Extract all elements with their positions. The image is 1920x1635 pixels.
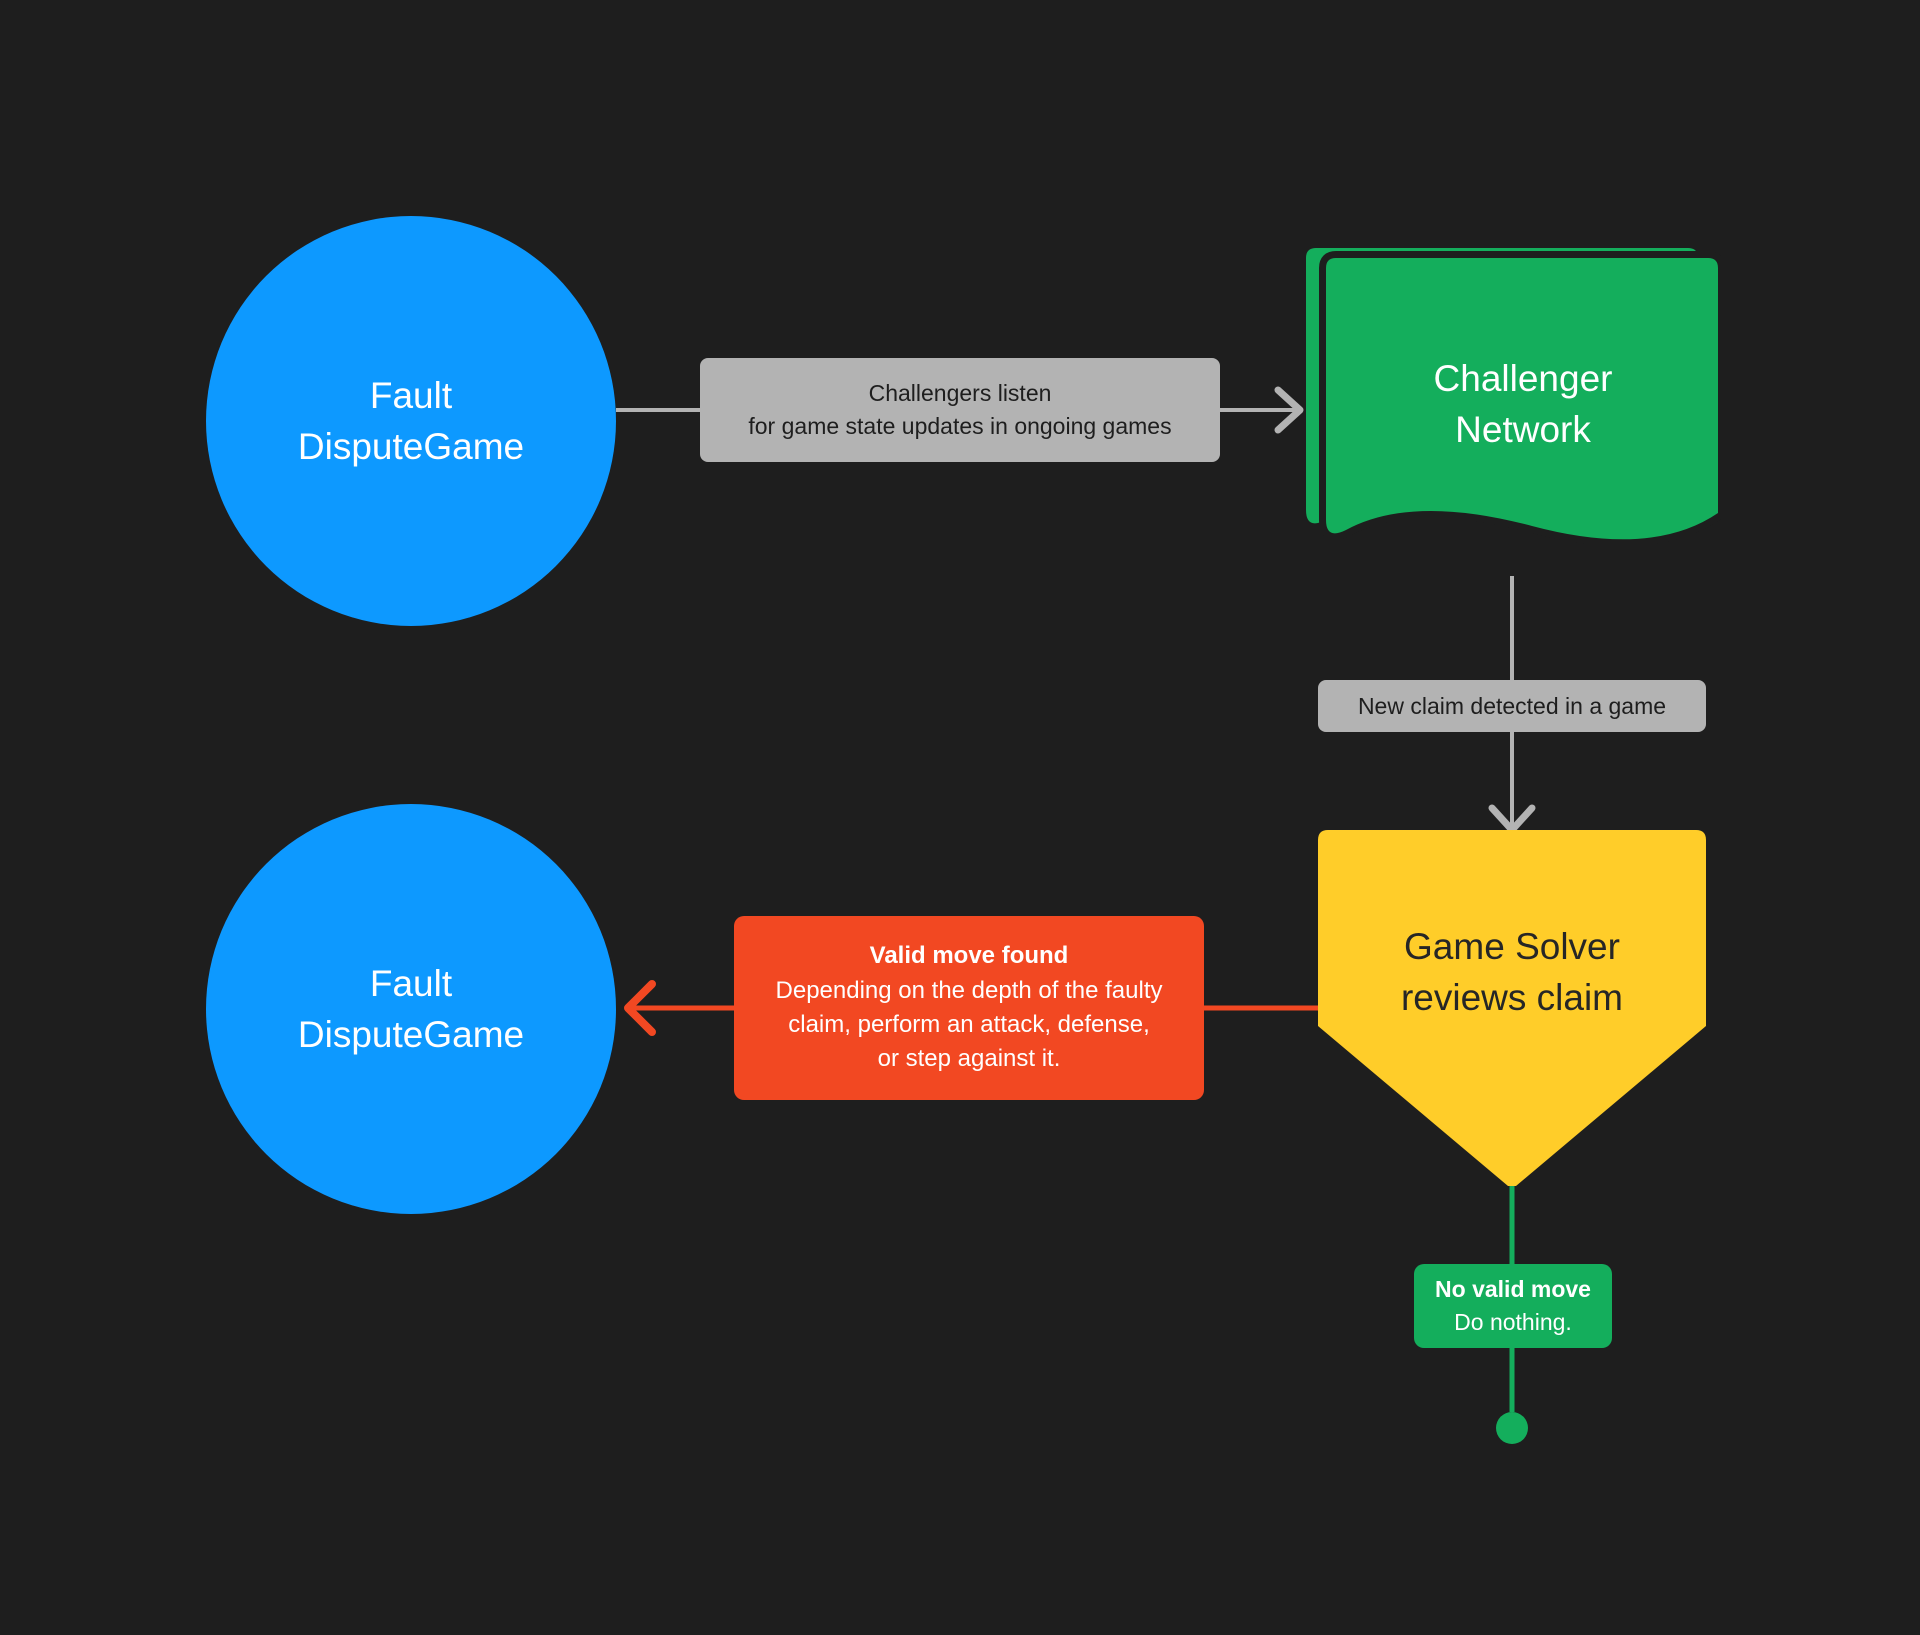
banner-pentagon-shape xyxy=(1318,830,1706,1186)
arrowhead-down-gray xyxy=(1488,804,1536,834)
node-fault-disputegame-top-label: Fault DisputeGame xyxy=(297,374,525,467)
document-stack-icon xyxy=(1306,248,1722,547)
edge-label-challengers-listen-line1: Challengers listen xyxy=(868,380,1052,407)
arrowhead-right-gray xyxy=(1274,386,1304,434)
node-game-solver[interactable]: Game Solver reviews claim xyxy=(1318,830,1706,1186)
node-fault-disputegame-bottom-label: Fault DisputeGame xyxy=(297,962,525,1055)
edge-label-valid-move-found: Valid move found Depending on the depth … xyxy=(734,916,1204,1100)
edge-label-new-claim-detected-text: New claim detected in a game xyxy=(1357,692,1667,719)
node-terminator-dot xyxy=(1496,1412,1528,1444)
document-front xyxy=(1326,258,1718,540)
node-game-solver-label: Game Solver reviews claim xyxy=(1400,925,1624,1018)
edge-label-valid-move-found-body: Depending on the depth of the faulty cla… xyxy=(775,977,1163,1073)
edge-label-no-valid-move-title: No valid move xyxy=(1435,1276,1591,1302)
node-fault-disputegame-top[interactable]: Fault DisputeGame xyxy=(206,216,616,626)
node-fault-disputegame-bottom[interactable]: Fault DisputeGame xyxy=(206,804,616,1214)
edge-label-new-claim-detected: New claim detected in a game xyxy=(1318,680,1706,732)
edge-label-valid-move-found-title: Valid move found xyxy=(869,942,1069,970)
node-challenger-network[interactable]: Challenger Network xyxy=(1302,248,1722,576)
edge-label-challengers-listen-line2: for game state updates in ongoing games xyxy=(748,413,1172,439)
edge-label-no-valid-move: No valid move Do nothing. xyxy=(1414,1264,1612,1348)
node-challenger-network-label: Challenger Network xyxy=(1433,357,1613,450)
arrowhead-left-red xyxy=(624,980,656,1036)
edge-label-challengers-listen: Challengers listen for game state update… xyxy=(700,358,1220,462)
edge-label-no-valid-move-body: Do nothing. xyxy=(1454,1309,1572,1336)
